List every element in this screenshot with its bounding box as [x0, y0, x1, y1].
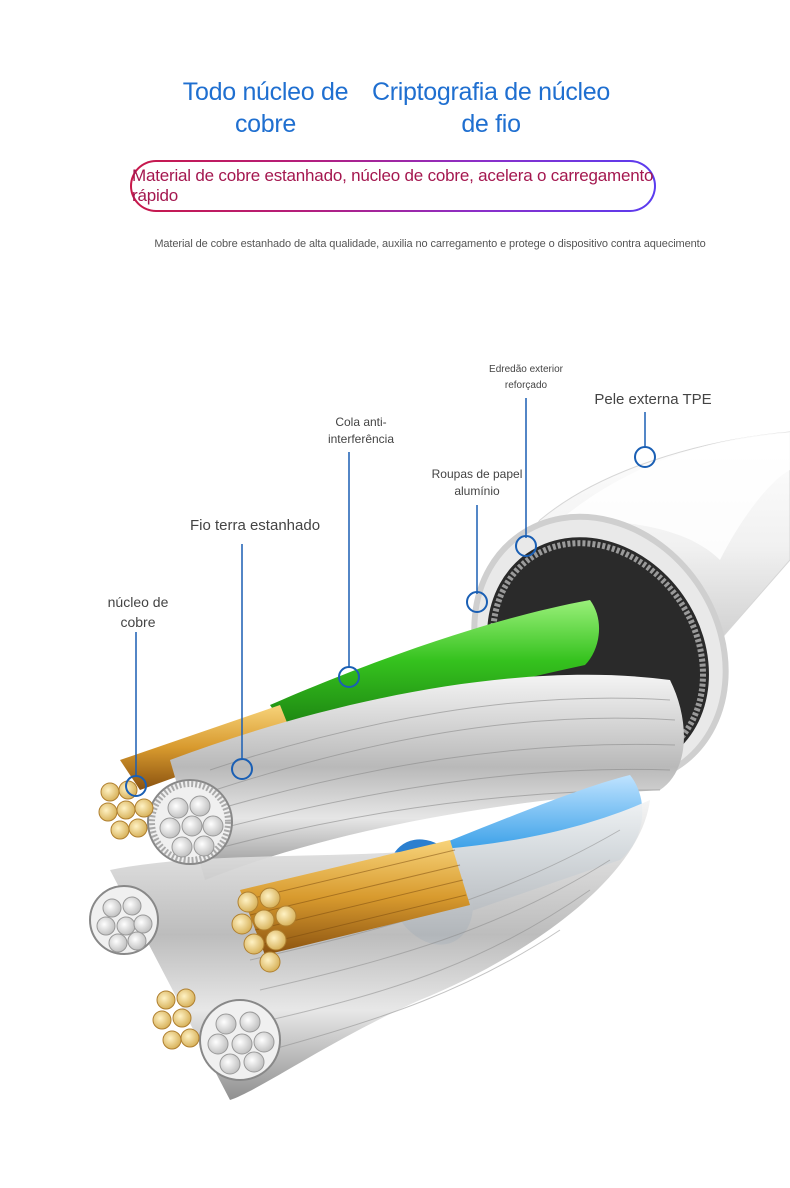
copper-bundle — [240, 840, 470, 955]
feature-banner: Material de cobre estanhado, núcleo de c… — [130, 160, 656, 212]
callout-marker-reinforced-braid — [515, 535, 537, 557]
subtitle: Material de cobre estanhado de alta qual… — [154, 238, 706, 250]
callout-marker-copper-core — [125, 775, 147, 797]
heading-all-copper-core: Todo núcleo de cobre — [182, 78, 349, 138]
tinned-bundle-end-top — [147, 779, 233, 865]
heading-wire-core-encryption: Criptografia de núcleo de fio — [372, 78, 610, 138]
label-aluminium-foil: Roupas de papel alumínio — [431, 467, 523, 498]
callout-marker-anti-interference — [338, 666, 360, 688]
cable-illustration — [89, 398, 790, 1100]
callout-marker-tinned-ground — [231, 758, 253, 780]
label-copper-core: núcleo de cobre — [107, 594, 169, 630]
callout-lines — [135, 398, 646, 776]
copper-bundle-end-bottom — [152, 988, 200, 1050]
feature-banner-text: Material de cobre estanhado, núcleo de c… — [132, 162, 654, 210]
callout-marker-tpe-skin — [634, 446, 656, 468]
label-tinned-ground-wire: Fio terra estanhado — [189, 517, 321, 534]
label-reinforced-outer-braid: Edredão exterior reforçado — [489, 364, 563, 391]
copper-bundle-end-center — [231, 887, 297, 973]
green-conductor — [270, 600, 600, 735]
tinned-bundle-end-left — [89, 885, 159, 955]
label-anti-interference-glue: Cola anti-interferência — [327, 415, 395, 446]
tinned-bundle-end-bottom — [199, 999, 281, 1081]
callout-marker-aluminium-foil — [466, 591, 488, 613]
label-tpe-outer-skin: Pele externa TPE — [594, 391, 712, 408]
